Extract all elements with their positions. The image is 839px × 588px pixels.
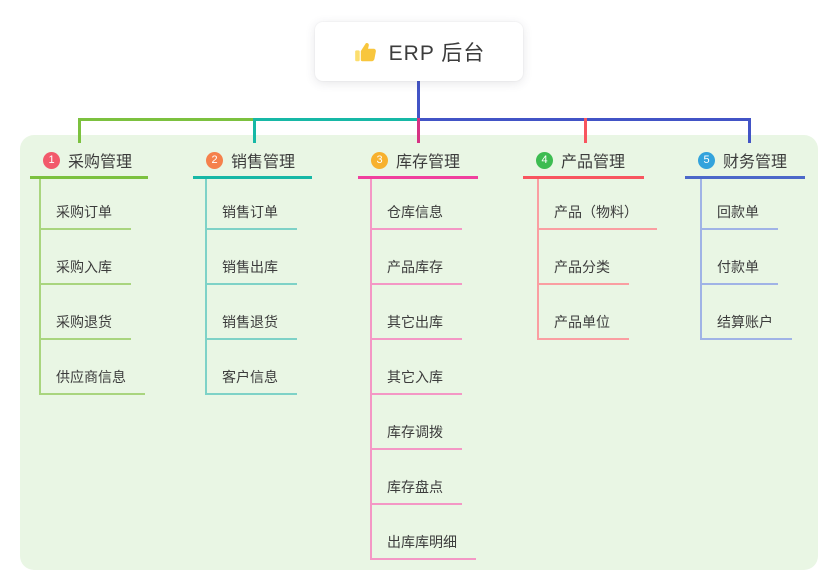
child-node[interactable]: 产品单位 — [537, 285, 629, 340]
branch-node-product[interactable]: 4 产品管理 — [523, 146, 644, 179]
child-node[interactable]: 采购退货 — [39, 285, 131, 340]
child-label: 其它出库 — [387, 314, 443, 330]
branch-node-finance[interactable]: 5 财务管理 — [685, 146, 805, 179]
branch-children: 采购订单采购入库采购退货供应商信息 — [39, 179, 145, 395]
child-node[interactable]: 采购订单 — [39, 179, 131, 230]
branch-node-inventory[interactable]: 3 库存管理 — [358, 146, 478, 179]
child-label: 销售退货 — [222, 314, 278, 330]
branch-badge: 1 — [43, 151, 60, 169]
branches-panel — [20, 135, 818, 570]
branch-finance: 5 财务管理 回款单付款单结算账户 — [685, 146, 805, 340]
child-node[interactable]: 产品分类 — [537, 230, 629, 285]
child-label: 销售订单 — [222, 204, 278, 220]
connector-drop-product — [584, 118, 587, 143]
branch-purchase: 1 采购管理 采购订单采购入库采购退货供应商信息 — [30, 146, 148, 395]
child-node[interactable]: 供应商信息 — [39, 340, 145, 395]
child-label: 产品（物料） — [554, 204, 638, 220]
child-label: 结算账户 — [717, 314, 773, 330]
root-node[interactable]: ERP 后台 — [315, 22, 523, 81]
child-label: 产品库存 — [387, 259, 443, 275]
child-node[interactable]: 其它出库 — [370, 285, 462, 340]
child-label: 采购入库 — [56, 259, 112, 275]
connector-root-vertical — [417, 81, 420, 118]
branch-label: 销售管理 — [231, 154, 296, 171]
branch-children: 产品（物料） 产品分类产品单位 — [537, 179, 657, 340]
child-node[interactable]: 付款单 — [700, 230, 778, 285]
child-node[interactable]: 出库库明细 — [370, 505, 476, 560]
child-label: 库存盘点 — [387, 479, 443, 495]
child-label: 销售出库 — [222, 259, 278, 275]
root-title: ERP 后台 — [388, 41, 486, 65]
child-node[interactable]: 其它入库 — [370, 340, 462, 395]
branch-label: 采购管理 — [68, 154, 133, 171]
child-label: 客户信息 — [222, 369, 278, 385]
branch-node-purchase[interactable]: 1 采购管理 — [30, 146, 148, 179]
branch-badge: 2 — [206, 151, 223, 169]
child-node[interactable]: 产品库存 — [370, 230, 462, 285]
child-node[interactable]: 销售出库 — [205, 230, 297, 285]
connector-segment-teal — [253, 118, 419, 121]
child-label: 库存调拨 — [387, 424, 443, 440]
child-node[interactable]: 仓库信息 — [370, 179, 462, 230]
connector-drop-purchase — [78, 118, 81, 143]
child-node[interactable]: 库存调拨 — [370, 395, 462, 450]
child-label: 仓库信息 — [387, 204, 443, 220]
child-node[interactable]: 产品（物料） — [537, 179, 657, 230]
branch-children: 销售订单销售出库销售退货客户信息 — [205, 179, 297, 395]
child-node[interactable]: 库存盘点 — [370, 450, 462, 505]
child-label: 采购订单 — [56, 204, 112, 220]
child-label: 产品单位 — [554, 314, 610, 330]
child-label: 产品分类 — [554, 259, 610, 275]
connector-segment-green — [78, 118, 255, 121]
child-label: 其它入库 — [387, 369, 443, 385]
child-label: 采购退货 — [56, 314, 112, 330]
child-label: 回款单 — [717, 204, 759, 220]
branch-label: 财务管理 — [723, 154, 788, 171]
branch-sales: 2 销售管理 销售订单销售出库销售退货客户信息 — [193, 146, 312, 395]
branch-children: 仓库信息产品库存其它出库其它入库库存调拨库存盘点出库库明细 — [370, 179, 476, 560]
branch-node-sales[interactable]: 2 销售管理 — [193, 146, 312, 179]
branch-badge: 4 — [536, 151, 553, 169]
child-node[interactable]: 客户信息 — [205, 340, 297, 395]
child-node[interactable]: 销售订单 — [205, 179, 297, 230]
thumbs-up-icon — [353, 39, 379, 65]
branch-label: 库存管理 — [396, 154, 461, 171]
branch-badge: 5 — [698, 151, 715, 169]
child-node[interactable]: 回款单 — [700, 179, 778, 230]
child-label: 付款单 — [717, 259, 759, 275]
connector-drop-inventory — [417, 118, 420, 143]
branch-children: 回款单付款单结算账户 — [700, 179, 792, 340]
branch-label: 产品管理 — [561, 154, 626, 171]
child-label: 供应商信息 — [56, 369, 126, 385]
child-node[interactable]: 结算账户 — [700, 285, 792, 340]
branch-product: 4 产品管理 产品（物料） 产品分类产品单位 — [523, 146, 657, 340]
child-node[interactable]: 销售退货 — [205, 285, 297, 340]
connector-drop-sales — [253, 118, 256, 143]
connector-drop-finance — [748, 118, 751, 143]
branch-badge: 3 — [371, 151, 388, 169]
child-label: 出库库明细 — [387, 534, 457, 550]
child-node[interactable]: 采购入库 — [39, 230, 131, 285]
branch-inventory: 3 库存管理 仓库信息产品库存其它出库其它入库库存调拨库存盘点出库库明细 — [358, 146, 478, 560]
